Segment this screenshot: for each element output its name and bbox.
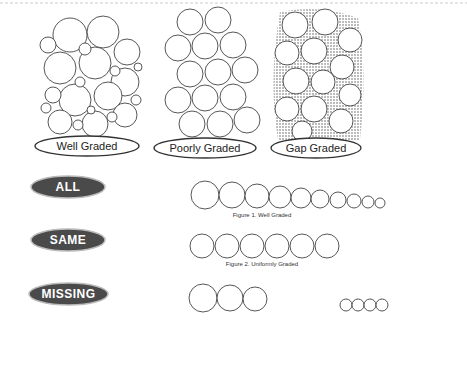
category-pill: ALL <box>30 175 106 199</box>
label-text: Poorly Graded <box>170 142 241 154</box>
label-text: Gap Graded <box>286 142 347 154</box>
label-text: SAME <box>50 233 87 247</box>
grade-label: Poorly Graded <box>153 137 257 159</box>
well-graded-row <box>191 181 385 209</box>
gap-graded-cluster <box>273 9 363 143</box>
label-text: Well Graded <box>57 140 118 152</box>
well-graded-cluster <box>40 16 142 137</box>
category-pill: SAME <box>30 228 106 252</box>
poorly-graded-cluster <box>165 7 260 137</box>
figure-caption: Figure 2. Uniformly Graded <box>226 261 298 267</box>
figure-caption: Figure 1. Well Graded <box>233 212 292 218</box>
category-pill: MISSING <box>28 282 109 306</box>
label-text: MISSING <box>41 287 95 301</box>
label-text: ALL <box>56 180 81 194</box>
grade-label: Well Graded <box>34 135 140 157</box>
uniform-row <box>190 234 339 258</box>
gap-row <box>189 284 388 312</box>
grade-label: Gap Graded <box>270 137 362 159</box>
